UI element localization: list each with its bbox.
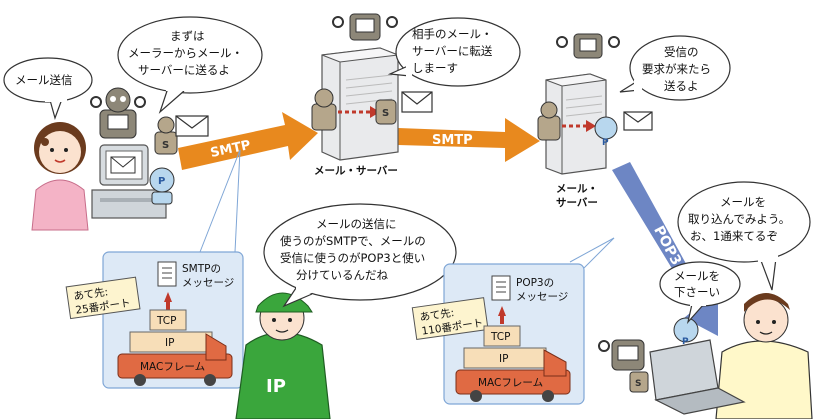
ip-shirt-label: IP: [266, 376, 286, 397]
bubble-first: まずは メーラーからメール・ サーバーに送るよ: [117, 16, 263, 114]
bubble-forward-line1: 相手のメール・: [412, 27, 493, 41]
smtp-packet-box: SMTPの メッセージ あて先: 25番ポート TCP IP MACフレーム: [65, 149, 244, 389]
bubble-ip-line2: 使うのがSMTPで、メールの: [280, 234, 426, 248]
server-2-label-line1: メール・: [556, 183, 598, 195]
bubble-fetch: メールを 取り込んでみよう。 お、1通来てるぞ: [677, 181, 811, 291]
smtp-message-line2: メッセージ: [182, 277, 234, 289]
mail-server-1: メール・サーバー: [314, 47, 399, 177]
robot-relay-1: S: [311, 88, 397, 131]
bubble-fetch-line2: 取り込んでみよう。: [688, 212, 790, 226]
bubble-ip-line4: 分けているんだね: [296, 268, 388, 282]
bubble-please-line1: メールを: [674, 269, 720, 283]
pop3-packet-box: POP3の メッセージ あて先: 110番ポート TCP IP MACフレーム: [411, 237, 615, 405]
bubble-ip-line3: 受信に使うのがPOP3と使い: [280, 251, 425, 265]
sender-computer: [91, 144, 167, 219]
s-badge-3: S: [635, 379, 641, 389]
envelope-icon: [401, 91, 433, 113]
pop3-message-line2: メッセージ: [516, 291, 568, 303]
pop3-mac-label: MACフレーム: [478, 377, 543, 389]
bubble-please: メールを 下さーい: [659, 261, 741, 325]
envelope-icon: [623, 111, 653, 131]
p-badge-1: P: [158, 176, 165, 187]
document-icon: [491, 275, 511, 301]
smtp-mac-label: MACフレーム: [140, 361, 205, 373]
smtp-tcp-label: TCP: [156, 315, 176, 327]
s-robot-small: S: [154, 116, 178, 155]
bubble-fetch-line1: メールを: [720, 195, 766, 209]
bubble-forward-line3: しまーす: [412, 61, 458, 75]
smtp-arrow-1: SMTP: [178, 112, 318, 170]
server-2-label-line2: サーバー: [556, 197, 598, 209]
smtp-arrow-2: SMTP: [398, 118, 540, 162]
smtp-address-line1: あて先:: [73, 286, 109, 303]
receiver-laptop: [649, 339, 746, 415]
bubble-fetch-line3: お、1通来てるぞ: [690, 229, 778, 243]
robot-mailer: [90, 87, 146, 139]
bubble-request-line1: 受信の: [664, 45, 699, 59]
bubble-ip-line1: メールの送信に: [316, 217, 397, 231]
pop3-ip-label: IP: [499, 353, 508, 365]
mail-server-2: メール・ サーバー: [545, 73, 607, 209]
envelope-icon: [175, 115, 209, 137]
bubble-forward-line2: サーバーに転送: [412, 44, 493, 58]
server-1-label: メール・サーバー: [314, 165, 398, 177]
bubble-send-mail: メール送信: [3, 57, 93, 120]
robot-server-2-top: [556, 33, 620, 59]
bubble-send-mail-text: メール送信: [15, 73, 73, 87]
bubble-request-line2: 要求が来たら: [642, 62, 711, 76]
ip-man: IP: [235, 292, 331, 419]
bubble-request-line3: 送るよ: [664, 79, 699, 93]
bubble-request: 受信の 要求が来たら 送るよ: [619, 35, 731, 101]
bubble-ip-explain: メールの送信に 使うのがSMTPで、メールの 受信に使うのがPOP3と使い 分け…: [263, 203, 457, 308]
smtp-message-line1: SMTPの: [182, 263, 221, 275]
p-badge-2: P: [602, 138, 609, 148]
address-tag: あて先: 110番ポート: [411, 297, 489, 341]
s-badge-1: S: [162, 140, 169, 151]
robot-p-laptop: P: [673, 317, 699, 347]
p-robot-small: P: [149, 167, 175, 205]
woman-sender: [31, 122, 89, 231]
smtp-ip-label: IP: [165, 337, 174, 349]
robot-laptop-left: S: [598, 339, 649, 393]
bubble-please-line2: 下さーい: [674, 285, 720, 299]
p-badge-3: P: [682, 337, 689, 347]
bubble-forward: 相手のメール・ サーバーに転送 しまーす: [387, 17, 521, 87]
robot-relay-2: P: [537, 101, 618, 148]
smtp-label-2: SMTP: [432, 133, 473, 148]
bubble-first-line3: サーバーに送るよ: [138, 63, 230, 77]
bubble-first-line2: メーラーからメール・: [128, 46, 243, 60]
bubble-first-line1: まずは: [170, 29, 205, 43]
pop3-tcp-label: TCP: [490, 331, 510, 343]
pop3-address-line1: あて先:: [419, 307, 455, 324]
document-icon: [157, 261, 177, 287]
s-badge-2: S: [382, 108, 389, 119]
robot-server-1-top: [332, 13, 398, 41]
address-tag: あて先: 25番ポート: [65, 276, 141, 320]
pop3-message-line1: POP3の: [516, 277, 554, 289]
